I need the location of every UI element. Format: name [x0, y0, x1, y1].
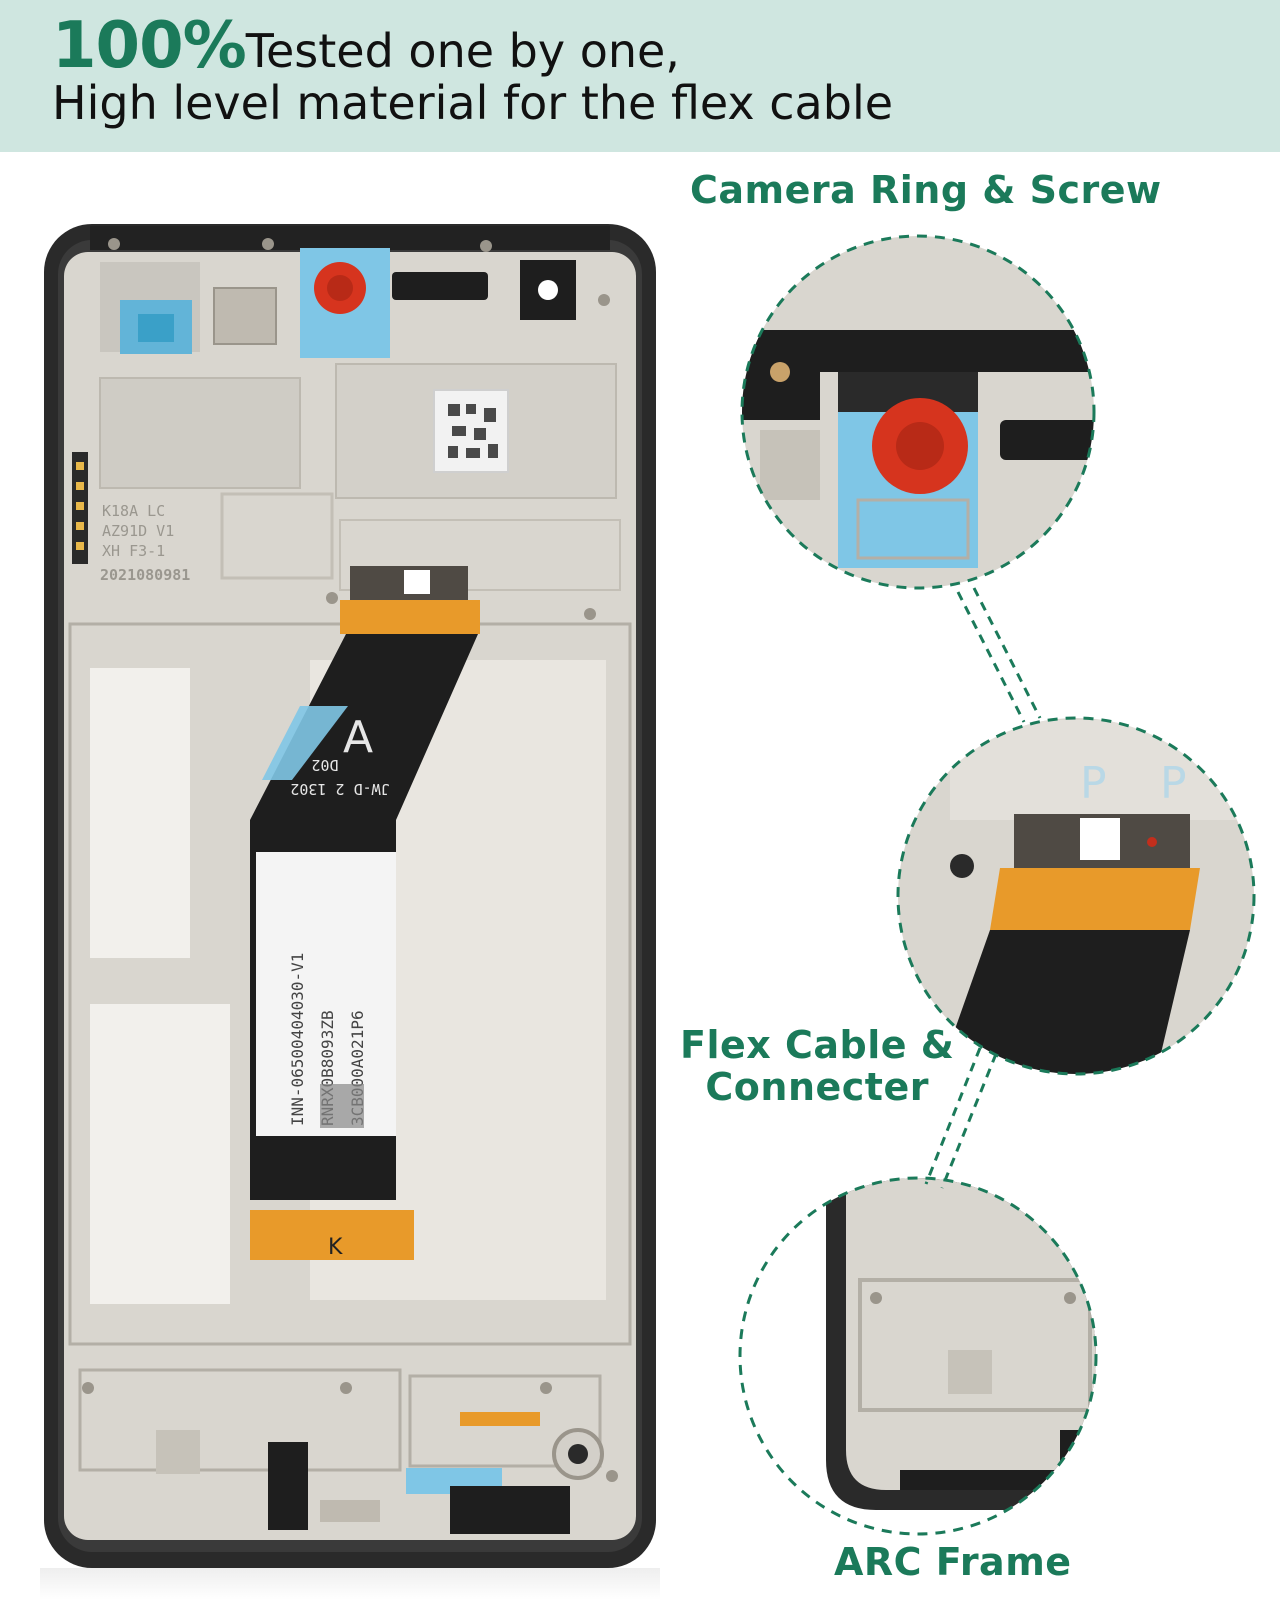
blue-sensor [138, 314, 174, 342]
bottom-bracket-left [268, 1442, 308, 1530]
label-qr [320, 1084, 364, 1128]
headline-percent: 100% [52, 9, 247, 83]
flex-qr [404, 570, 430, 594]
flex-circle-outline [896, 716, 1256, 1076]
frame-shadow [40, 1568, 660, 1600]
flex-code-2: JW-D 2 1302 [290, 780, 389, 798]
gold-pad [213, 287, 277, 345]
camera-circle-outline [740, 234, 1096, 590]
board-text-1: K18A LC [102, 502, 165, 520]
headline: 100%Tested one by one, High level materi… [52, 14, 893, 126]
bottom-screw-hole [568, 1444, 588, 1464]
flex-callout-line-2: Connecter [705, 1065, 929, 1109]
bottom-right-bay [408, 1374, 602, 1468]
earpiece-slot [392, 272, 488, 300]
svg-text:P: P [1160, 758, 1187, 809]
arc-callout-label: ARC Frame [834, 1540, 1072, 1584]
flex-blue-tab [262, 706, 348, 780]
panel-reflection-1 [90, 668, 190, 958]
board-markings: K18A LC AZ91D V1 XH F3-1 2021080981 [100, 502, 190, 584]
flex-callout-line-1: Flex Cable & [680, 1023, 955, 1067]
bottom-left-bay [78, 1368, 402, 1472]
flex-code-1: D02 [311, 756, 338, 774]
bottom-bracket-right [450, 1486, 570, 1534]
connector-letter: K [328, 1235, 343, 1260]
board-text-2: AZ91D V1 [102, 522, 174, 540]
camera-zoom-circle [742, 236, 1094, 588]
panel-reflection-2 [90, 1004, 230, 1304]
proximity-hole [538, 280, 558, 300]
bottom-connector [320, 1500, 380, 1522]
flex-orange-top [340, 600, 480, 634]
board-text-3: XH F3-1 [102, 542, 165, 560]
phone-frame: K18A LC AZ91D V1 XH F3-1 2021080981 A D0… [44, 224, 656, 1568]
top-bracket [90, 226, 610, 250]
headline-line-2: High level material for the flex cable [52, 76, 894, 130]
flex-callout-label: Flex Cable & Connecter [680, 1024, 954, 1108]
qr-sticker [433, 389, 509, 473]
camera-ring-inner [327, 275, 353, 301]
flex-zoom-circle: P P [898, 718, 1254, 1074]
callout-connectors [924, 587, 1042, 1189]
flex-orange-bottom [250, 1210, 414, 1260]
board-outline [220, 492, 334, 580]
bottom-pad [156, 1430, 200, 1474]
upper-left-block [99, 377, 301, 489]
connector-well [339, 519, 621, 591]
headline-line-1: 100%Tested one by one, [52, 14, 893, 78]
board-date: 2021080981 [100, 566, 190, 584]
header-banner [0, 0, 1280, 152]
svg-text:P: P [1080, 758, 1107, 809]
bottom-flex [460, 1412, 540, 1426]
arc-circle-outline [738, 1176, 1098, 1536]
label-line-1: INN-06500404030-V1 [288, 953, 307, 1126]
camera-callout-label: Camera Ring & Screw [690, 168, 1162, 212]
qr-pattern [448, 404, 498, 458]
headline-line-1-text: Tested one by one, [245, 24, 680, 78]
flex-letter: A [343, 712, 373, 763]
side-contact-pins [76, 462, 84, 550]
arc-zoom-circle [740, 1178, 1096, 1534]
